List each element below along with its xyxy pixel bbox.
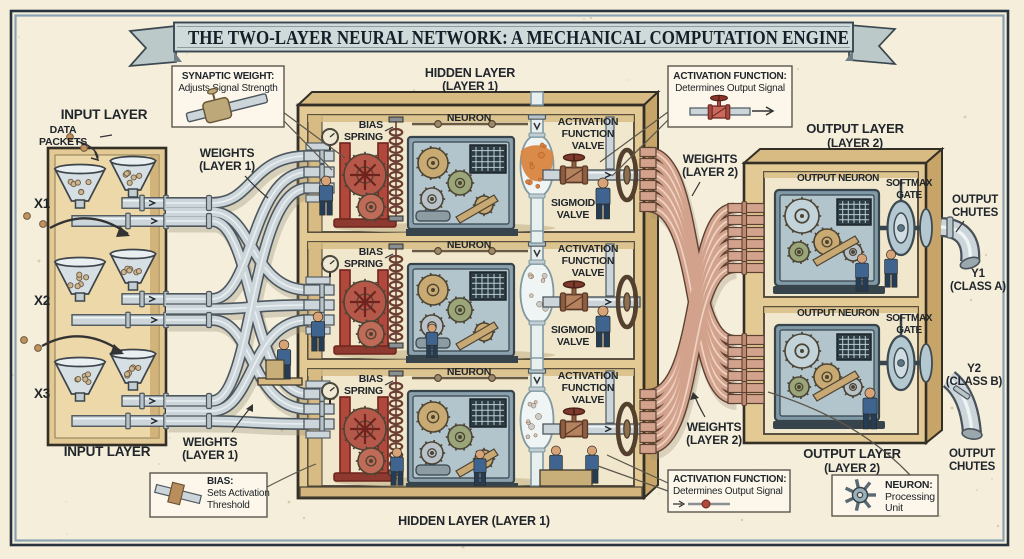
svg-text:SPRING: SPRING	[344, 385, 383, 397]
svg-text:GATE: GATE	[896, 325, 922, 336]
svg-text:OUTPUT NEURON: OUTPUT NEURON	[797, 308, 879, 319]
svg-text:ACTIVATION: ACTIVATION	[558, 243, 619, 255]
svg-text:ACTIVATION FUNCTION:: ACTIVATION FUNCTION:	[673, 474, 786, 485]
svg-text:CHUTES: CHUTES	[952, 207, 999, 219]
svg-text:BIAS: BIAS	[359, 119, 383, 131]
svg-text:FUNCTION: FUNCTION	[562, 382, 615, 394]
svg-text:(CLASS A): (CLASS A)	[950, 281, 1006, 293]
svg-text:(LAYER 1): (LAYER 1)	[199, 159, 255, 173]
svg-text:PACKETS: PACKETS	[39, 136, 87, 148]
svg-text:Sets Activation: Sets Activation	[207, 488, 270, 499]
svg-text:Unit: Unit	[885, 502, 903, 514]
svg-text:ACTIVATION FUNCTION:: ACTIVATION FUNCTION:	[673, 71, 786, 82]
svg-text:BIAS: BIAS	[359, 373, 383, 385]
svg-text:OUTPUT LAYER: OUTPUT LAYER	[803, 446, 901, 461]
svg-text:WEIGHTS: WEIGHTS	[683, 152, 738, 166]
svg-text:HIDDEN LAYER: HIDDEN LAYER	[425, 66, 515, 80]
svg-text:SOFTMAX: SOFTMAX	[886, 178, 933, 189]
svg-text:WEIGHTS: WEIGHTS	[687, 420, 742, 434]
svg-text:Y2: Y2	[967, 363, 981, 375]
svg-text:(LAYER 2): (LAYER 2)	[686, 433, 742, 447]
svg-text:OUTPUT LAYER: OUTPUT LAYER	[806, 121, 904, 136]
svg-text:OUTPUT NEURON: OUTPUT NEURON	[797, 173, 879, 184]
svg-text:(LAYER 2): (LAYER 2)	[827, 136, 883, 150]
svg-text:SIGMOID: SIGMOID	[551, 197, 596, 209]
svg-text:OUTPUT: OUTPUT	[949, 448, 995, 460]
svg-text:NEURON:: NEURON:	[885, 479, 933, 491]
svg-text:HIDDEN LAYER (LAYER 1): HIDDEN LAYER (LAYER 1)	[398, 514, 550, 528]
svg-text:NEURON: NEURON	[447, 239, 491, 251]
svg-text:INPUT LAYER: INPUT LAYER	[64, 444, 151, 459]
svg-text:(CLASS B): (CLASS B)	[946, 376, 1003, 388]
svg-text:(LAYER 2): (LAYER 2)	[824, 461, 880, 475]
svg-text:X2: X2	[34, 293, 50, 308]
svg-text:ACTIVATION: ACTIVATION	[558, 116, 619, 128]
svg-text:X3: X3	[34, 386, 51, 401]
svg-text:FUNCTION: FUNCTION	[562, 128, 615, 140]
svg-text:BIAS:: BIAS:	[207, 476, 233, 487]
svg-text:Processing: Processing	[885, 491, 935, 503]
svg-text:VALVE: VALVE	[572, 267, 605, 279]
svg-text:OUTPUT: OUTPUT	[952, 194, 998, 206]
svg-text:WEIGHTS: WEIGHTS	[200, 146, 255, 160]
svg-text:SIGMOID: SIGMOID	[551, 324, 596, 336]
svg-text:DATA: DATA	[50, 124, 77, 136]
svg-text:X1: X1	[34, 196, 51, 211]
svg-text:WEIGHTS: WEIGHTS	[183, 435, 238, 449]
svg-text:VALVE: VALVE	[557, 336, 590, 348]
svg-text:(LAYER 1): (LAYER 1)	[182, 448, 238, 462]
svg-text:NEURON: NEURON	[447, 366, 491, 378]
svg-text:Determines Output Signal: Determines Output Signal	[675, 83, 785, 94]
svg-text:CHUTES: CHUTES	[949, 461, 996, 473]
svg-text:INPUT LAYER: INPUT LAYER	[61, 107, 148, 122]
svg-text:Y1: Y1	[971, 268, 985, 280]
svg-text:(LAYER 2): (LAYER 2)	[682, 165, 738, 179]
svg-text:FUNCTION: FUNCTION	[562, 255, 615, 267]
svg-text:ACTIVATION: ACTIVATION	[558, 370, 619, 382]
svg-text:BIAS: BIAS	[359, 246, 383, 258]
svg-text:THE TWO-LAYER NEURAL NETWORK:: THE TWO-LAYER NEURAL NETWORK: A MECHANIC…	[188, 28, 849, 49]
svg-text:SOFTMAX: SOFTMAX	[886, 313, 933, 324]
svg-text:VALVE: VALVE	[572, 394, 605, 406]
svg-text:VALVE: VALVE	[572, 140, 605, 152]
svg-text:NEURON: NEURON	[447, 112, 491, 124]
svg-text:GATE: GATE	[896, 190, 922, 201]
svg-text:SYNAPTIC WEIGHT:: SYNAPTIC WEIGHT:	[182, 71, 274, 82]
svg-text:(LAYER 1): (LAYER 1)	[442, 79, 498, 93]
svg-text:Determines Output Signal: Determines Output Signal	[673, 486, 783, 497]
svg-text:Adjusts Signal Strength: Adjusts Signal Strength	[178, 83, 277, 94]
svg-text:SPRING: SPRING	[344, 258, 383, 270]
svg-text:VALVE: VALVE	[557, 209, 590, 221]
svg-text:SPRING: SPRING	[344, 131, 383, 143]
svg-text:Threshold: Threshold	[207, 500, 250, 511]
